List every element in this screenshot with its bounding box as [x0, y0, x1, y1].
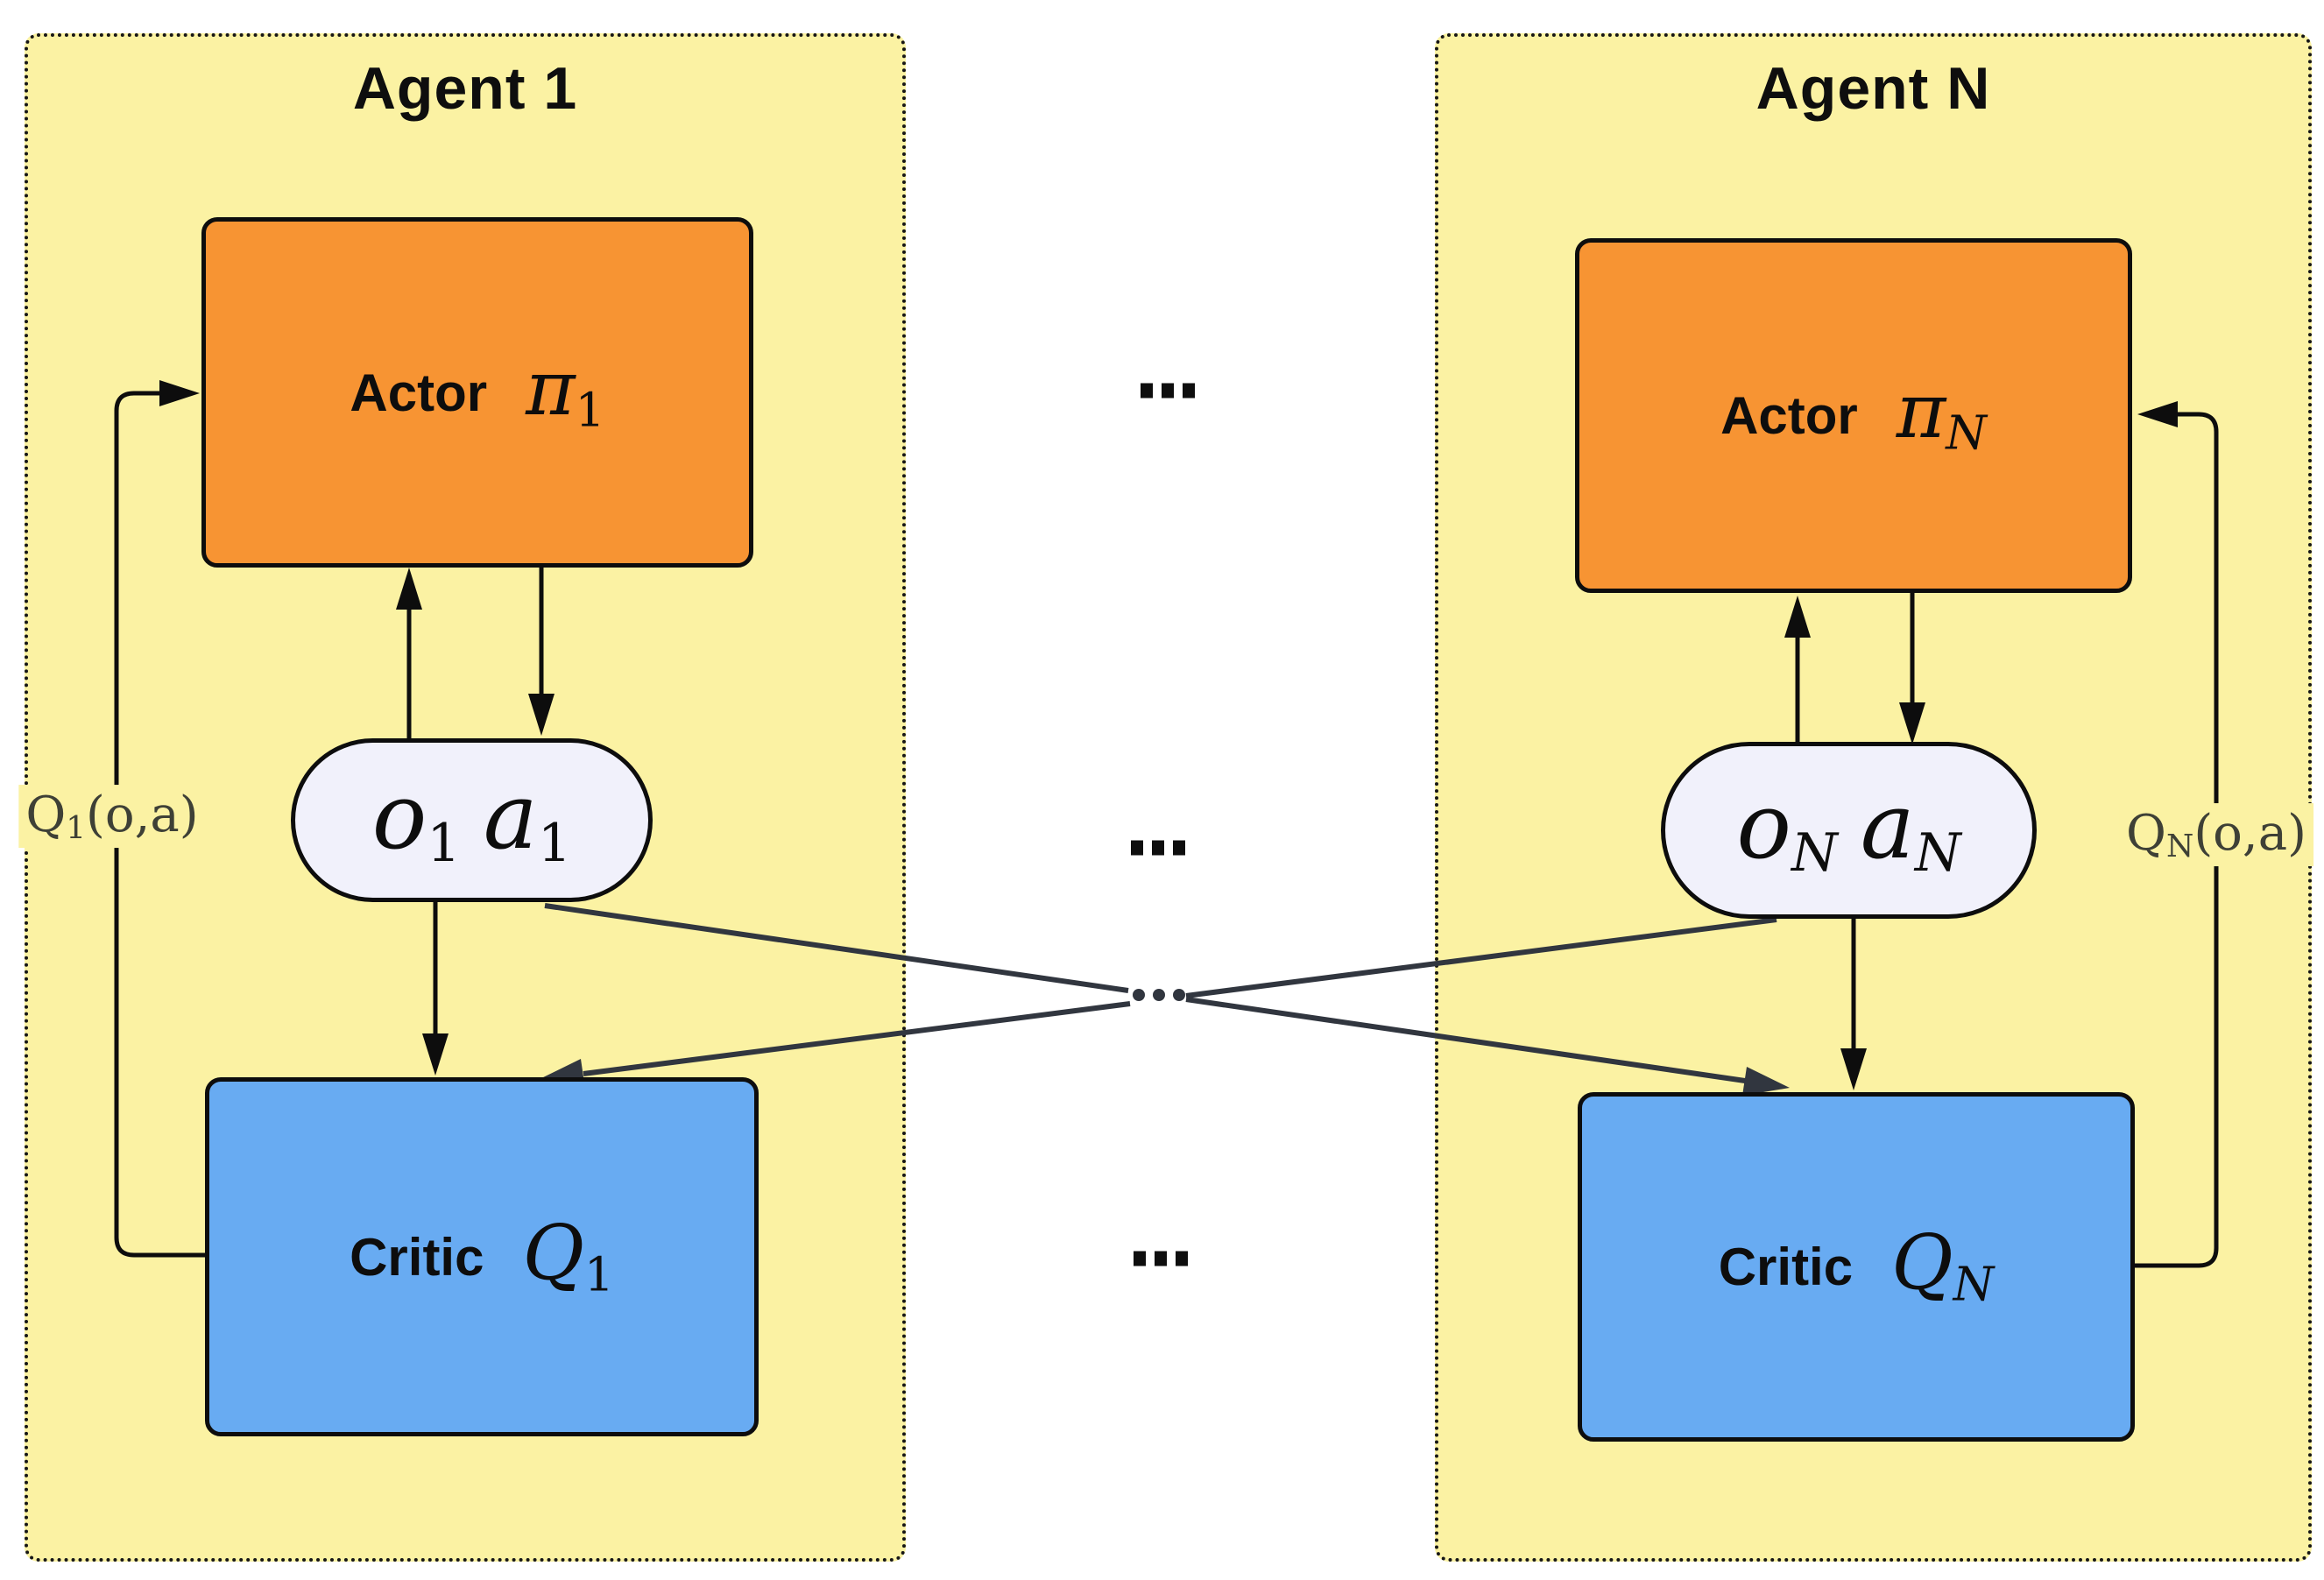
arrowhead-down-icon — [1899, 702, 1925, 744]
q-subscript: 1 — [66, 809, 87, 846]
edge-observationN-to-actorN — [1784, 596, 1811, 744]
q-subscript: N — [2165, 828, 2194, 864]
agent-1-actor-box: Actor π1 — [201, 217, 753, 568]
q-subscript: 1 — [583, 1247, 614, 1301]
arrowhead-up-icon — [396, 568, 422, 610]
critic-label: Critic — [350, 1227, 484, 1287]
edge-observation1-to-actor1 — [396, 568, 422, 740]
arrowhead-up-icon — [1784, 596, 1811, 638]
ellipsis-between-critics-icon — [1134, 1251, 1188, 1266]
edge-observationN-to-critic1-cross — [538, 917, 1777, 1089]
agent-n-critic-box: Critic QN — [1578, 1092, 2135, 1442]
q-arguments: (o,a) — [2193, 805, 2306, 863]
pi-symbol: π — [1896, 368, 1946, 456]
critic-q-symbol: QN — [1891, 1225, 1994, 1308]
q-subscript: N — [1953, 1257, 1995, 1312]
a-symbol: a — [1860, 772, 1915, 880]
edge-observationN-to-criticN — [1840, 917, 1867, 1090]
arrowhead-right-icon — [159, 380, 200, 406]
o-symbol: o — [1736, 772, 1792, 880]
a-subscript: N — [1914, 822, 1961, 885]
q-symbol: Q — [522, 1209, 584, 1297]
a-symbol: a — [483, 762, 538, 870]
actor-policy-symbol: πN — [1897, 374, 1987, 457]
q-symbol: Q — [2126, 805, 2166, 863]
agent-1-critic-box: Critic Q1 — [205, 1077, 759, 1436]
agent-1-title: Agent 1 — [352, 55, 578, 122]
arrowhead-down-icon — [528, 694, 555, 736]
edge-observation1-to-critic1 — [422, 900, 449, 1076]
arrowhead-down-icon — [1840, 1048, 1867, 1090]
q-symbol: Q — [1891, 1219, 1953, 1308]
edge-observation1-to-criticN-cross — [544, 903, 1790, 1096]
q-arguments: (o,a) — [86, 786, 199, 844]
agent-1-q-value-label: Q1(o,a) — [18, 785, 206, 848]
edge-actor1-to-observation1 — [528, 566, 555, 736]
ellipsis-between-actors-icon — [1141, 383, 1195, 399]
cross-junction-dots-icon — [1133, 989, 1185, 1001]
agent-n-actor-box: Actor πN — [1575, 238, 2132, 593]
o-symbol: o — [371, 762, 427, 870]
pi-subscript: 1 — [575, 383, 605, 437]
arrowhead-down-icon — [422, 1033, 449, 1076]
agent-n-title: Agent N — [1755, 55, 1991, 122]
actor-label: Actor — [350, 363, 488, 422]
arrowhead-left-icon — [2137, 401, 2178, 427]
actor-policy-symbol: π1 — [526, 351, 604, 434]
pi-subscript: N — [1946, 406, 1987, 461]
o-subscript: 1 — [427, 812, 461, 874]
arrowhead-diagonal-icon — [1742, 1067, 1790, 1096]
agent-n-q-value-label: QN(o,a) — [2119, 803, 2313, 866]
actor-label: Actor — [1720, 386, 1858, 445]
critic-q-symbol: Q1 — [522, 1216, 613, 1299]
q-symbol: Q — [25, 786, 67, 844]
o-subscript: N — [1791, 822, 1838, 885]
ellipsis-between-observations-icon — [1131, 840, 1185, 856]
critic-label: Critic — [1718, 1238, 1854, 1296]
a-subscript: 1 — [537, 812, 572, 874]
edge-actorN-to-observationN — [1899, 591, 1925, 744]
pi-symbol: π — [526, 344, 576, 433]
